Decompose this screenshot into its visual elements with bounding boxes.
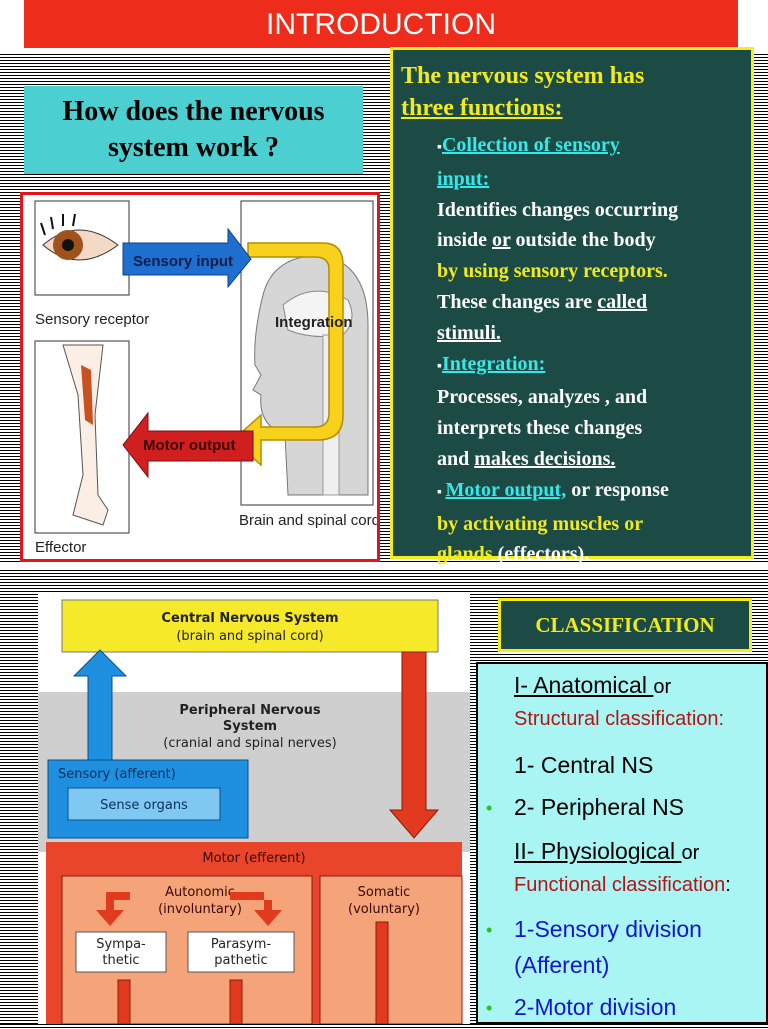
sympathetic-line-2: thetic (102, 953, 139, 968)
sensory-up-arrow (72, 649, 128, 761)
motor-division-item: 2-Motor division (514, 994, 677, 1020)
motor-output-label: Motor output (143, 437, 235, 454)
bullet-icon: • (486, 998, 493, 1018)
sensory-input-arrow (122, 227, 252, 289)
classification-heading: CLASSIFICATION (498, 598, 752, 652)
motor-down-arrow (388, 651, 440, 839)
f2-line-2: interprets these changes (437, 417, 643, 440)
function-3-title: ▪ Motor output, or response (437, 478, 669, 501)
somatic-line-2: (voluntary) (348, 902, 420, 917)
functional-colon: : (725, 874, 731, 896)
f2-line-3b: makes decisions. (474, 447, 616, 470)
f1-line-2c: outside the body (510, 229, 656, 252)
pns-line-2: System (223, 719, 277, 734)
function-1-title: ▪Collection of sensory (437, 134, 620, 156)
slide-title: INTRODUCTION (24, 0, 738, 48)
sympathetic-arrow (96, 892, 130, 926)
physiological-line: II- Physiological or (514, 838, 699, 865)
anatomical-line: I- Anatomical or (514, 672, 671, 699)
functions-panel: The nervous system has three functions: … (390, 47, 754, 565)
functional-sub: Functional classification (514, 874, 726, 896)
sensory-division-item: 1-Sensory division (514, 916, 702, 942)
f3-line-2: by activating muscles or (437, 512, 644, 535)
parasympathetic-arrow (230, 892, 282, 926)
heading-line-1: The nervous system has (401, 63, 645, 89)
brain-label: Brain and spinal cord (239, 512, 377, 529)
sensory-receptor-label: Sensory receptor (35, 311, 149, 328)
parasympathetic-line-2: pathetic (214, 953, 267, 968)
f2-line-1: Processes, analyzes , and (437, 386, 648, 409)
physiological-or: or (681, 842, 700, 864)
f1-title-a: Collection of sensory (441, 134, 620, 156)
f2-title: Integration: (441, 352, 546, 375)
heading-line-2: three functions: (401, 95, 563, 121)
f3-line-3b: (effectors). (492, 543, 590, 566)
sensory-label: Sensory (afferent) (58, 767, 176, 782)
classification-figure: Central Nervous System (brain and spinal… (38, 592, 470, 1025)
parasympathetic-box (187, 931, 295, 973)
bullet-icon: • (486, 798, 493, 818)
sense-organs-box (67, 787, 221, 821)
sympathetic-box (75, 931, 167, 973)
central-ns-item: 1- Central NS (514, 752, 654, 778)
physiological-title: II- Physiological (514, 838, 682, 864)
eye-icon (40, 213, 119, 261)
sensory-input-label: Sensory input (133, 253, 233, 270)
f1-line-4a: These changes are (437, 290, 598, 313)
question-line-1: How does the nervous (62, 95, 325, 127)
f1-line-2b: or (492, 229, 511, 252)
functions-body: ▪Collection of sensory input: Identifies… (437, 130, 678, 570)
pns-line-1: Peripheral Nervous (179, 703, 321, 718)
parasympathetic-line-1: Parasym- (211, 937, 272, 952)
motor-label: Motor (efferent) (202, 851, 305, 866)
anatomical-or: or (653, 676, 672, 698)
motor-output-arrow (122, 411, 254, 479)
effector-label: Effector (35, 539, 86, 556)
somatic-box (319, 875, 463, 1025)
function-diagram: Sensory receptor Effector Brain and spin… (34, 200, 380, 556)
f3-line-1b: or response (566, 478, 669, 501)
f3-line-3a: glands (437, 543, 493, 566)
question-box: How does the nervous system work ? (24, 86, 363, 174)
classification-list: I- Anatomical or Structural classificati… (476, 662, 768, 1024)
f3-title: Motor output, (445, 478, 567, 501)
f1-line-4b: called (597, 290, 648, 313)
function-2-title: ▪Integration: (437, 352, 546, 375)
divider-band (0, 562, 768, 568)
f1-line-1: Identifies changes occurring (437, 198, 679, 221)
anatomical-title: I- Anatomical (514, 672, 654, 698)
parasympathetic-stem (229, 979, 243, 1025)
sense-organs-label: Sense organs (100, 798, 188, 813)
autonomic-line-1: Autonomic (165, 885, 235, 900)
peripheral-ns-item: 2- Peripheral NS (514, 794, 685, 820)
nervous-function-figure: Sensory receptor Effector Brain and spin… (20, 192, 380, 562)
somatic-line-1: Somatic (358, 885, 411, 900)
bullet-icon: • (486, 920, 493, 940)
leg-icon (62, 344, 109, 526)
cns-line-2: (brain and spinal cord) (176, 629, 323, 644)
sympathetic-stem (117, 979, 131, 1025)
question-line-2: system work ? (107, 132, 280, 163)
pns-line-3: (cranial and spinal nerves) (163, 736, 336, 751)
integration-label: Integration (275, 314, 353, 331)
somatic-stem (375, 921, 389, 1025)
autonomic-line-2: (involuntary) (158, 902, 242, 917)
cns-line-1: Central Nervous System (161, 611, 338, 626)
f1-line-3: by using sensory receptors. (437, 260, 668, 283)
classification-diagram: Central Nervous System (brain and spinal… (38, 599, 470, 1025)
f1-title-b: input: (437, 167, 490, 190)
cns-box (61, 599, 439, 653)
f1-line-5: stimuli. (437, 321, 501, 344)
f1-line-2a: inside (437, 229, 493, 252)
structural-line: Structural classification: (514, 708, 725, 730)
afferent-item: (Afferent) (514, 952, 610, 978)
f2-line-3a: and (437, 447, 475, 470)
functional-line: Functional classification: (514, 874, 731, 897)
functions-heading: The nervous system has three functions: (401, 60, 644, 124)
sympathetic-line-1: Sympa- (96, 937, 146, 952)
